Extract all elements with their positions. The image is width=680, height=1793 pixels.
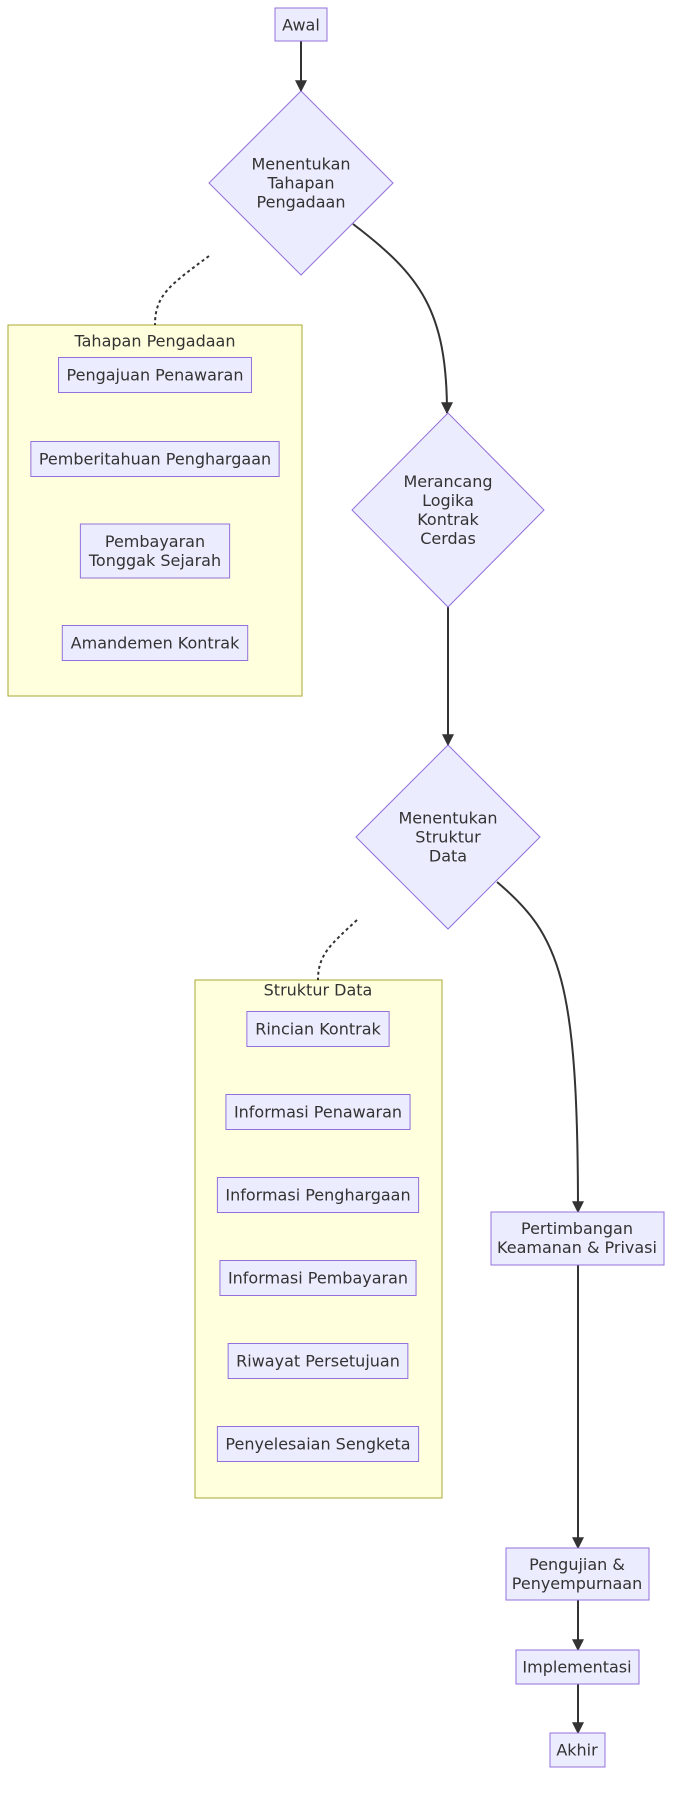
svg-text:Pengujian &Penyempurnaan: Pengujian &Penyempurnaan [512, 1555, 642, 1593]
cluster-item-data-2[interactable]: Informasi Penawaran [225, 1094, 411, 1130]
cluster-item-procurement-2[interactable]: Pemberitahuan Penghargaan [30, 441, 280, 477]
edge-struktur-to-keamanan [496, 881, 584, 1214]
cluster-item-label: Informasi Pembayaran [228, 1269, 408, 1288]
cluster-item-label: Informasi Penawaran [234, 1103, 402, 1122]
edges [154, 41, 584, 1735]
cluster-item-procurement-1[interactable]: Pengajuan Penawaran [58, 357, 252, 393]
node-awal[interactable]: Awal [274, 7, 328, 42]
cluster-item-label: Riwayat Persetujuan [236, 1352, 400, 1371]
cluster-item-label: Pemberitahuan Penghargaan [39, 450, 271, 469]
svg-text:Akhir: Akhir [556, 1741, 598, 1760]
cluster-struktur-data: Struktur Data [194, 979, 443, 1499]
cluster-item-data-4[interactable]: Informasi Pembayaran [219, 1260, 417, 1296]
svg-text:Implementasi: Implementasi [522, 1658, 631, 1677]
cluster-item-data-3[interactable]: Informasi Penghargaan [216, 1177, 420, 1213]
cluster-item-label: Rincian Kontrak [255, 1020, 381, 1039]
node-pengujian-penyempurnaan[interactable]: Pengujian &Penyempurnaan [505, 1547, 650, 1601]
cluster-item-procurement-4[interactable]: Amandemen Kontrak [61, 625, 249, 661]
cluster-item-label: Informasi Penghargaan [225, 1186, 410, 1205]
edge-tahapan-to-logika [352, 223, 453, 415]
cluster-title: Struktur Data [264, 981, 373, 1000]
link-tahapan-to-cluster [154, 255, 210, 326]
cluster-item-label: Pengajuan Penawaran [67, 366, 244, 385]
link-struktur-to-cluster [317, 919, 358, 981]
cluster-title: Tahapan Pengadaan [74, 332, 236, 351]
svg-text:Awal: Awal [282, 16, 320, 35]
node-akhir[interactable]: Akhir [549, 1732, 606, 1768]
cluster-item-data-1[interactable]: Rincian Kontrak [246, 1011, 390, 1047]
cluster-item-data-6[interactable]: Penyelesaian Sengketa [216, 1426, 420, 1462]
cluster-item-label: Penyelesaian Sengketa [225, 1435, 410, 1454]
cluster-item-data-5[interactable]: Riwayat Persetujuan [227, 1343, 409, 1379]
node-implementasi[interactable]: Implementasi [515, 1649, 640, 1685]
cluster-item-label: Amandemen Kontrak [71, 634, 240, 653]
